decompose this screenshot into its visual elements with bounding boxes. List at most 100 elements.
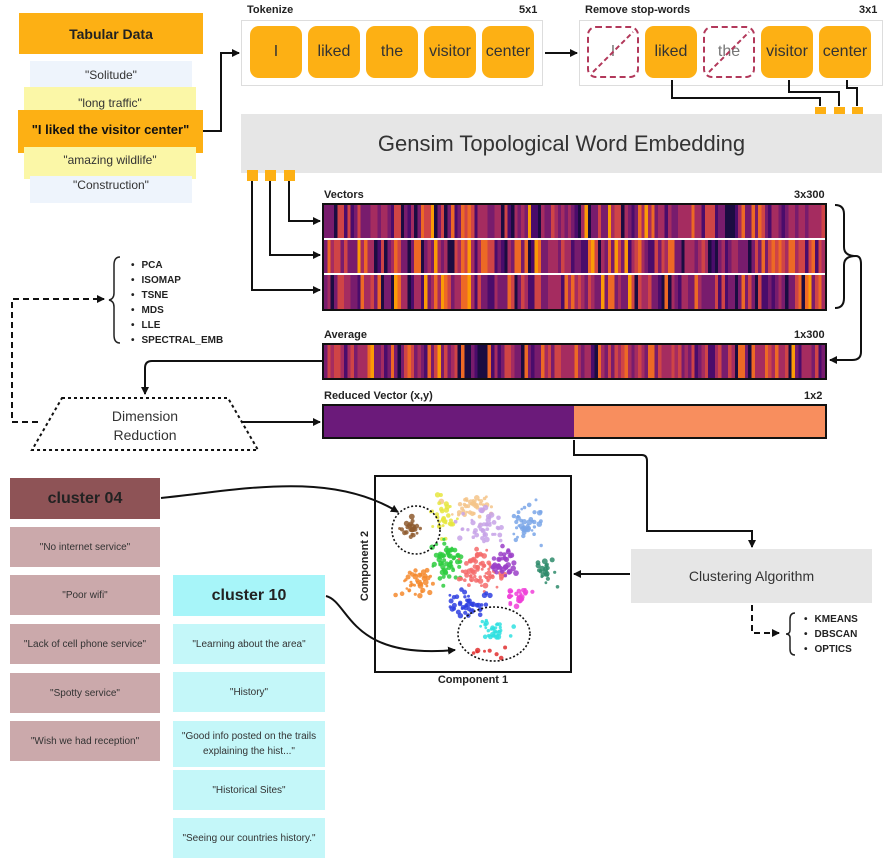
scatter-point	[498, 551, 504, 557]
scatter-point	[465, 510, 469, 514]
scatter-point	[442, 537, 446, 541]
scatter-point	[487, 648, 492, 653]
scatter-point	[442, 541, 447, 546]
scatter-point	[448, 593, 452, 597]
reduced-label: Reduced Vector (x,y)	[324, 390, 433, 402]
embedding-output-square-3	[284, 170, 295, 181]
scatter-point	[425, 575, 431, 581]
tabular-row: "amazing wildlife"	[63, 153, 157, 167]
cluster04-header: cluster 04	[10, 478, 160, 519]
scatter-point	[408, 513, 415, 520]
scatter-point	[475, 564, 480, 569]
stopwords-box	[579, 20, 883, 86]
scatter-point	[480, 560, 485, 566]
scatter-point	[522, 505, 527, 510]
average-heatmap	[322, 343, 827, 380]
scatter-point	[466, 528, 470, 532]
scatter-point	[494, 634, 500, 640]
vector-row-1	[324, 205, 825, 238]
scatter-point	[473, 574, 477, 579]
scatter-point	[469, 511, 475, 517]
scatter-point	[494, 626, 498, 630]
scatter-point	[482, 496, 487, 501]
scatter-point	[466, 504, 471, 509]
connector-visitor	[788, 80, 840, 106]
scatter-point	[507, 568, 513, 575]
scatter-point	[531, 519, 537, 525]
scatter-point	[489, 521, 492, 525]
scatter-point	[449, 560, 453, 564]
token-kept-center: center	[819, 26, 871, 78]
scatter-point	[523, 588, 527, 591]
scatter-point	[485, 575, 492, 581]
scatter-point	[464, 572, 470, 578]
scatter-point	[453, 575, 458, 580]
scatter-point	[534, 498, 538, 502]
scatter-point	[467, 583, 471, 587]
scatter-point	[417, 593, 423, 599]
scatter-point	[513, 603, 520, 610]
scatter-point	[472, 530, 477, 535]
scatter-point	[478, 507, 485, 513]
scatter-point	[530, 529, 534, 532]
scatter-point	[408, 583, 413, 588]
scatter-point	[442, 558, 447, 563]
tabular-row-bg-3	[18, 110, 203, 153]
scatter-point	[441, 574, 446, 579]
scatter-point	[497, 629, 501, 634]
dashed-clustering-to-methods	[751, 605, 780, 637]
cluster04-item: "No internet service"	[10, 527, 160, 567]
scatter-point	[407, 570, 412, 575]
scatter-point	[493, 532, 497, 536]
scatter-point	[437, 554, 442, 559]
tokenize-box	[241, 20, 543, 86]
scatter-point	[408, 521, 414, 527]
embedding-block: Gensim Topological Word Embedding	[241, 114, 882, 173]
scatter-point	[415, 578, 420, 583]
scatter-point	[467, 594, 470, 598]
arrow-embedding-to-vector-row-2	[269, 181, 321, 259]
cluster04-item: "Spotty service"	[10, 673, 160, 713]
scatter-point	[506, 548, 511, 553]
cluster10-highlight	[457, 606, 531, 662]
scatter-point	[497, 532, 503, 538]
scatter-point	[515, 515, 521, 521]
scatter-point	[541, 558, 548, 565]
scatter-frame	[374, 475, 572, 673]
scatter-point	[421, 575, 427, 581]
arrow-embedding-to-vector-row-3	[251, 181, 321, 294]
scatter-point	[457, 535, 463, 541]
scatter-point	[532, 525, 537, 529]
scatter-point	[490, 574, 495, 580]
scatter-point	[483, 622, 488, 627]
scatter-point	[500, 543, 505, 549]
scatter-point	[478, 575, 482, 579]
clustering-methods-list: KMEANS DBSCAN OPTICS	[804, 612, 858, 657]
average-label: Average	[324, 329, 368, 341]
tabular-row-bg-1	[30, 61, 192, 87]
scatter-point	[488, 562, 492, 566]
stopword-output-square-1	[815, 107, 826, 118]
scatter-point	[439, 569, 446, 576]
scatter-point	[503, 645, 508, 650]
scatter-point	[482, 634, 488, 640]
scatter-point	[480, 619, 484, 624]
scatter-point	[399, 591, 405, 596]
vector-row-3	[324, 275, 825, 309]
embedding-title: Gensim Topological Word Embedding	[377, 130, 746, 156]
scatter-point	[446, 553, 451, 558]
scatter-point	[414, 523, 420, 529]
tokenize-shape: 5x1	[519, 4, 538, 16]
scatter-point	[444, 504, 450, 510]
scatter-point	[437, 576, 443, 581]
scatter-point	[481, 592, 488, 598]
scatter-point	[516, 510, 521, 515]
scatter-point	[467, 598, 471, 602]
scatter-point	[508, 634, 513, 638]
cluster04-item: "Wish we had reception"	[10, 721, 160, 761]
scatter-point	[413, 592, 417, 596]
scatter-point	[482, 582, 489, 589]
scatter-point	[501, 566, 507, 572]
scatter-point	[415, 531, 419, 535]
scatter-point	[498, 655, 504, 661]
